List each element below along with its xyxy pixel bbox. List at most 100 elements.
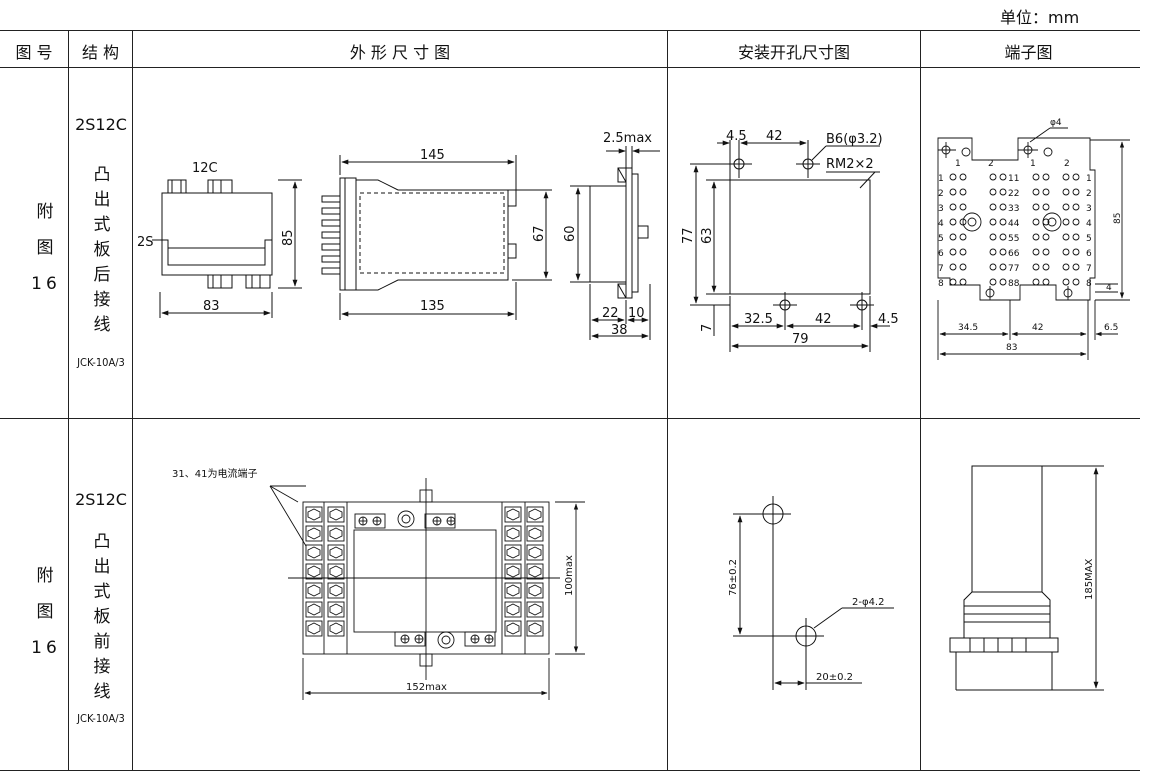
- right-row-numbers: 1 2 3 4 5 6 7 8: [1086, 174, 1092, 289]
- terminal-dot: [1042, 188, 1050, 196]
- row-num: 4: [938, 219, 944, 229]
- header-outline-dimensions: 外 形 尺 寸 图: [349, 43, 451, 62]
- dim-22: 22: [602, 306, 619, 321]
- terminal-screw: [526, 544, 544, 561]
- dim-hole: 2-φ4.2: [852, 597, 884, 608]
- terminal-dot: [1072, 248, 1080, 256]
- terminal-dot: [989, 218, 997, 226]
- terminal-dot: [1032, 233, 1040, 241]
- terminal-dot: [1062, 233, 1070, 241]
- terminal-dot: [949, 248, 957, 256]
- mount-screw: [470, 634, 480, 644]
- terminal-dot: [1072, 278, 1080, 286]
- terminal-screw: [526, 506, 544, 523]
- terminal-dot: [1032, 218, 1040, 226]
- terminal-dot: [999, 263, 1007, 271]
- row-num: 6: [1086, 249, 1092, 259]
- header-structure: 结 构: [81, 43, 120, 62]
- mount-screw: [414, 634, 424, 644]
- row1-structure-text: 凸 出 式 板 后 接 线: [90, 163, 114, 338]
- terminal-dot: [1072, 203, 1080, 211]
- r1-cutout-drawing: [690, 140, 890, 352]
- terminal-screw: [526, 563, 544, 580]
- middle-row-numbers: 11 22 33 44 55 66 77 88: [1008, 174, 1020, 289]
- terminal-dot: [1072, 263, 1080, 271]
- dim-185max: 185MAX: [1084, 558, 1095, 600]
- row1-structure-char: 凸: [93, 165, 111, 185]
- dim-10: 10: [628, 306, 645, 321]
- terminal-dot: [1032, 188, 1040, 196]
- dim-2-5max: 2.5max: [603, 131, 652, 146]
- terminal-screw: [327, 620, 345, 637]
- row-num: 55: [1008, 234, 1019, 244]
- dim-42-terminal: 42: [1032, 323, 1043, 333]
- column-divider: [920, 30, 921, 770]
- terminal-dot: [1042, 278, 1050, 286]
- terminal-dot: [959, 263, 967, 271]
- terminal-screw: [305, 620, 323, 637]
- terminal-screw: [504, 601, 522, 618]
- terminal-dot: [949, 263, 957, 271]
- dim-63: 63: [700, 227, 715, 244]
- terminal-dot: [1062, 278, 1070, 286]
- terminal-dot: [959, 233, 967, 241]
- terminal-dot: [1072, 173, 1080, 181]
- mount-screw: [400, 634, 410, 644]
- terminal-dot: [1062, 263, 1070, 271]
- terminal-screw: [305, 544, 323, 561]
- terminal-dot: [989, 263, 997, 271]
- terminal-dot: [959, 218, 967, 226]
- terminal-dot: [1072, 233, 1080, 241]
- r2-terminal-drawing: [949, 465, 1104, 691]
- terminal-dot: [989, 203, 997, 211]
- dim-85: 85: [281, 229, 296, 246]
- terminal-dot: [999, 203, 1007, 211]
- r1-side-view: [321, 155, 552, 320]
- current-terminal-note: 31、41为电流端子: [172, 467, 257, 480]
- terminal-screw: [327, 563, 345, 580]
- dim-4-5-top: 4.5: [726, 129, 747, 144]
- header-mounting-cutout: 安装开孔尺寸图: [737, 43, 850, 62]
- terminal-dot: [959, 173, 967, 181]
- header-bottom-border: [0, 67, 1140, 68]
- terminal-dot: [1042, 218, 1050, 226]
- terminal-dot: [959, 248, 967, 256]
- terminal-screw: [327, 525, 345, 542]
- terminal-dot: [1062, 173, 1070, 181]
- terminal-screw: [526, 525, 544, 542]
- terminal-screw: [504, 563, 522, 580]
- row-num: 66: [1008, 249, 1020, 259]
- terminal-dot: [999, 233, 1007, 241]
- terminal-dot: [1032, 248, 1040, 256]
- r2-cutout-drawing: [733, 496, 894, 690]
- terminal-screw: [526, 620, 544, 637]
- dim-77: 77: [681, 227, 696, 244]
- dim-67: 67: [532, 225, 547, 242]
- dim-42-bottom: 42: [815, 312, 832, 327]
- terminal-dot: [999, 173, 1007, 181]
- row-num: 44: [1008, 219, 1020, 229]
- terminal-screw: [305, 582, 323, 599]
- terminal-screw: [526, 582, 544, 599]
- terminal-screw: [504, 620, 522, 637]
- col-label: 2: [988, 159, 994, 169]
- dim-20: 20±0.2: [816, 672, 853, 683]
- terminal-blocks: [305, 506, 544, 644]
- mount-screw: [432, 516, 442, 526]
- r1-terminal-drawing: [937, 127, 1130, 360]
- terminal-screw: [305, 563, 323, 580]
- header-figure-no: 图 号: [15, 43, 53, 62]
- terminal-dot: [1072, 188, 1080, 196]
- row2-structure-char: 式: [93, 582, 111, 602]
- row2-fig-number: 16: [31, 638, 61, 658]
- dim-76: 76±0.2: [728, 559, 739, 596]
- dim-83-terminal: 83: [1006, 343, 1017, 353]
- dim-2s: 2S: [137, 235, 154, 250]
- row-num: 7: [1086, 264, 1092, 274]
- row2-structure-char: 板: [93, 607, 111, 627]
- row-divider: [0, 418, 1140, 419]
- terminal-dot: [1042, 248, 1050, 256]
- dim-83: 83: [203, 299, 220, 314]
- row2-figure-label: 附 图 16: [26, 562, 66, 662]
